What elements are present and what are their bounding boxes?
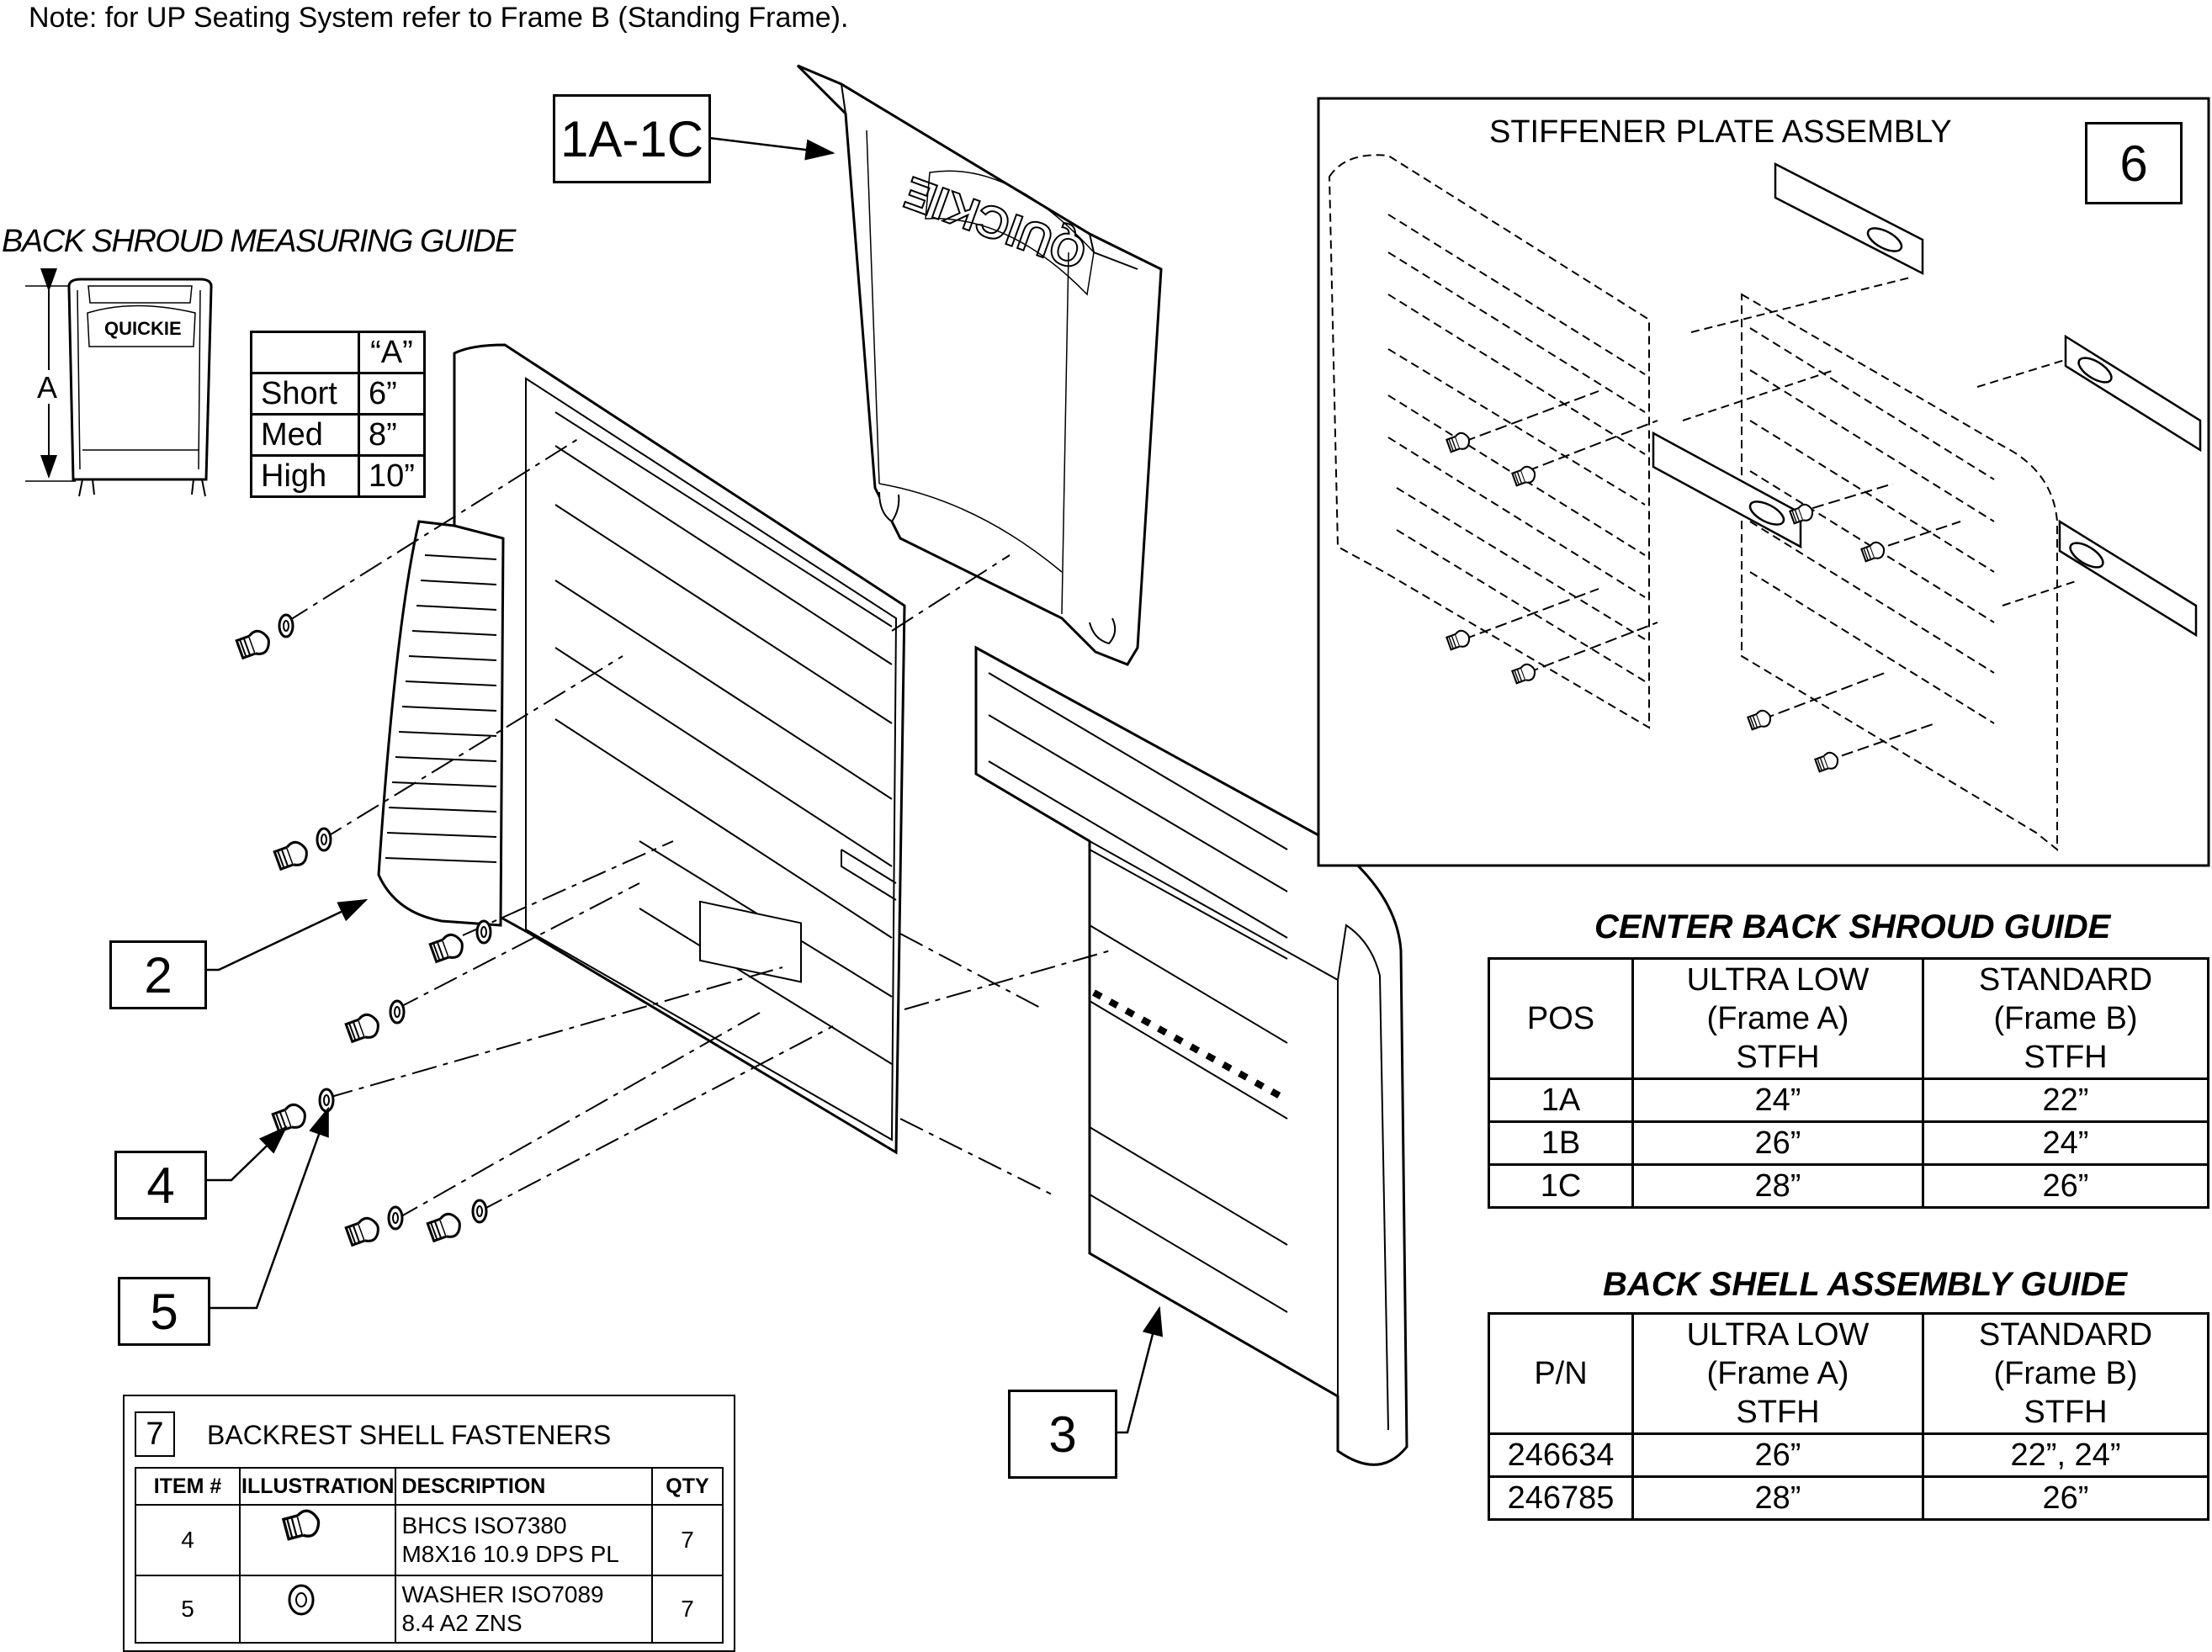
fasteners-table: ITEM # ILLUSTRATION DESCRIPTION QTY 4 BH…: [135, 1467, 724, 1644]
right-back-frame-part: [974, 645, 1408, 1466]
center-guide-title: CENTER BACK SHROUD GUIDE: [1594, 908, 2111, 945]
fasteners-title: BACKREST SHELL FASTENERS: [207, 1420, 612, 1450]
measuring-guide-shroud: [25, 268, 213, 497]
shell-guide-title: BACK SHELL ASSEMBLY GUIDE: [1603, 1266, 2128, 1303]
left-back-frame-part: [377, 343, 906, 1155]
callout-leaders: [202, 136, 1164, 1434]
stiffener-title: STIFFENER PLATE ASSEMBLY: [1489, 114, 1952, 150]
note-text: Note: for UP Seating System refer to Fra…: [29, 2, 849, 34]
center-back-shroud-part: [796, 64, 1163, 666]
callout-4: 4: [114, 1151, 207, 1220]
callout-5: 5: [118, 1277, 210, 1346]
measuring-guide-title: BACK SHROUD MEASURING GUIDE: [2, 224, 516, 259]
quickie-thumb-logo: QUICKIE: [104, 318, 182, 339]
callout-3: 3: [1008, 1390, 1117, 1479]
stiffener-plate-box: [1317, 97, 2210, 867]
center-guide-table: POS ULTRA LOW(Frame A)STFH STANDARD(Fram…: [1488, 957, 2209, 1209]
fastener-leaders: [285, 437, 1111, 1220]
callout-6: 6: [2085, 122, 2183, 204]
callout-1a-1c: 1A-1C: [553, 94, 711, 183]
fasteners-number: 7: [135, 1411, 175, 1457]
dimension-a-label: A: [37, 370, 58, 405]
shell-guide-table: P/N ULTRA LOW(Frame A)STFH STANDARD(Fram…: [1488, 1312, 2209, 1521]
fasteners-box: 7 BACKREST SHELL FASTENERS ITEM # ILLUST…: [123, 1395, 735, 1652]
callout-2: 2: [109, 940, 207, 1009]
